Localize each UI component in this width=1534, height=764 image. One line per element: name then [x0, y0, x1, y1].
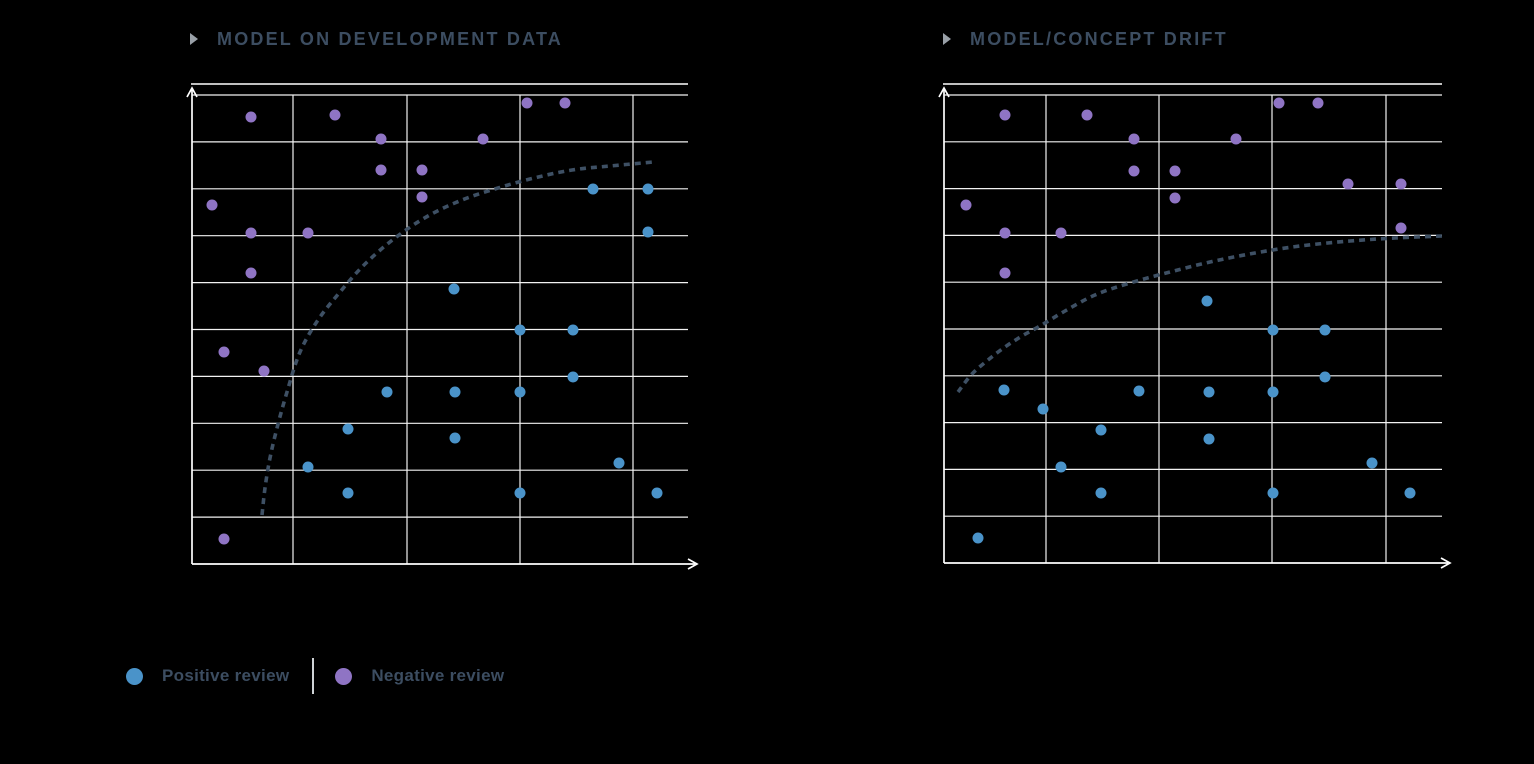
data-point-positive [1095, 424, 1107, 436]
data-point-negative [206, 199, 218, 211]
data-point-negative [1128, 165, 1140, 177]
data-point-negative [416, 191, 428, 203]
data-point-positive [514, 386, 526, 398]
data-point-positive [1037, 403, 1049, 415]
data-point-positive [1404, 487, 1416, 499]
decision-boundary-curve [956, 234, 1443, 394]
data-point-positive [448, 283, 460, 295]
panel-title-drift: MODEL/CONCEPT DRIFT [943, 27, 1228, 51]
x-axis-arrow [1440, 557, 1452, 569]
data-point-negative [258, 365, 270, 377]
data-point-positive [567, 324, 579, 336]
data-point-negative [1395, 222, 1407, 234]
data-point-positive [514, 487, 526, 499]
data-point-negative [302, 227, 314, 239]
data-point-negative [1169, 192, 1181, 204]
legend: Positive review Negative review [126, 658, 504, 694]
data-point-negative [218, 346, 230, 358]
panel-title-text: MODEL/CONCEPT DRIFT [970, 28, 1228, 49]
data-point-negative [999, 227, 1011, 239]
data-point-negative [960, 199, 972, 211]
data-point-negative [1273, 97, 1285, 109]
data-point-negative [999, 109, 1011, 121]
data-point-positive [1133, 385, 1145, 397]
data-point-negative [375, 133, 387, 145]
data-point-negative [416, 164, 428, 176]
data-point-positive [342, 487, 354, 499]
panel-title-text: MODEL ON DEVELOPMENT DATA [217, 28, 564, 49]
positive-review-dot-icon [126, 667, 143, 685]
data-point-negative [1169, 165, 1181, 177]
data-point-positive [1201, 295, 1213, 307]
data-point-positive [1095, 487, 1107, 499]
data-point-negative [999, 267, 1011, 279]
data-point-positive [381, 386, 393, 398]
data-point-negative [1081, 109, 1093, 121]
data-point-positive [1203, 386, 1215, 398]
data-point-negative [329, 109, 341, 121]
data-point-negative [477, 133, 489, 145]
data-point-positive [651, 487, 663, 499]
data-point-positive [1203, 433, 1215, 445]
y-axis-arrow [186, 86, 198, 98]
data-point-negative [1055, 227, 1067, 239]
data-point-negative [218, 533, 230, 545]
legend-divider [312, 658, 315, 694]
data-point-negative [245, 227, 257, 239]
data-point-positive [1267, 324, 1279, 336]
data-point-positive [449, 386, 461, 398]
panel-title-development: MODEL ON DEVELOPMENT DATA [190, 27, 563, 51]
legend-label-positive: Positive review [162, 666, 290, 685]
data-point-negative [245, 111, 257, 123]
data-point-positive [342, 423, 354, 435]
data-point-positive [1055, 461, 1067, 473]
data-point-negative [559, 97, 571, 109]
data-point-negative [375, 164, 387, 176]
data-point-positive [998, 384, 1010, 396]
data-point-positive [1267, 487, 1279, 499]
x-axis-arrow [687, 558, 699, 570]
data-point-positive [642, 183, 654, 195]
data-point-positive [567, 371, 579, 383]
y-axis-arrow [938, 86, 950, 98]
data-point-negative [1395, 178, 1407, 190]
decision-boundary-curve [260, 160, 654, 516]
data-point-negative [245, 267, 257, 279]
data-point-negative [1230, 133, 1242, 145]
data-point-positive [642, 226, 654, 238]
data-point-positive [302, 461, 314, 473]
data-point-positive [1319, 371, 1331, 383]
data-point-positive [1267, 386, 1279, 398]
data-point-positive [587, 183, 599, 195]
data-point-positive [514, 324, 526, 336]
data-point-negative [1312, 97, 1324, 109]
legend-label-negative: Negative review [371, 666, 505, 685]
data-point-positive [449, 432, 461, 444]
triangle-right-icon [190, 33, 198, 45]
triangle-right-icon [943, 33, 951, 45]
data-point-positive [1366, 457, 1378, 469]
data-point-negative [1342, 178, 1354, 190]
data-point-negative [521, 97, 533, 109]
negative-review-dot-icon [335, 667, 353, 685]
data-point-positive [972, 532, 984, 544]
data-point-positive [1319, 324, 1331, 336]
data-point-negative [1128, 133, 1140, 145]
data-point-positive [613, 457, 625, 469]
